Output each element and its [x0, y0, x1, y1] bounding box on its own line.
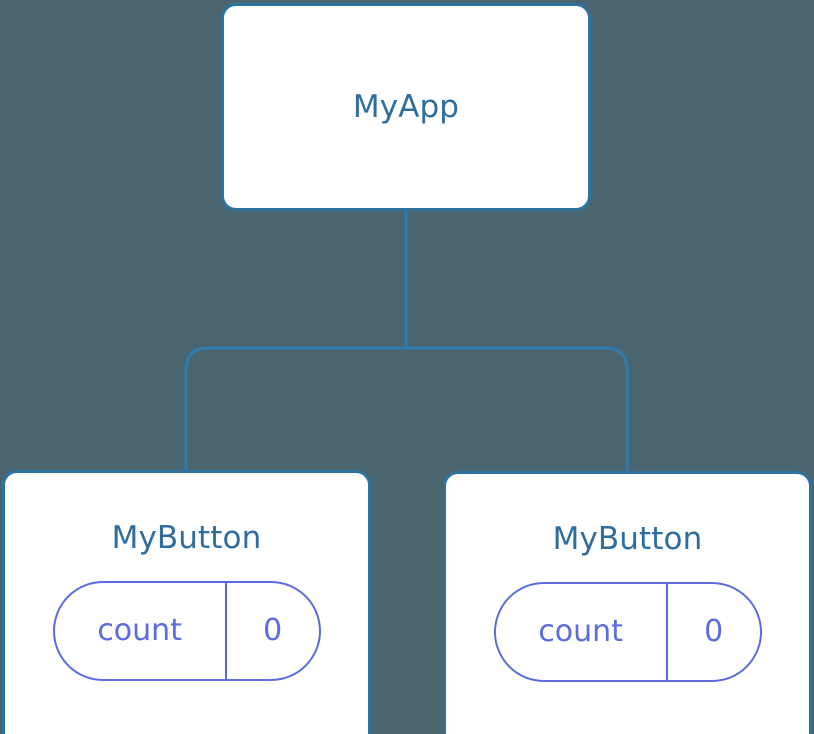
- component-node-mybutton-right[interactable]: MyButton count 0: [443, 471, 812, 734]
- edge-bus-to-mybutton-right: [406, 346, 629, 473]
- state-key: count: [97, 613, 182, 648]
- edge-bus-to-mybutton-left: [184, 346, 406, 472]
- state-key: count: [538, 614, 623, 649]
- component-node-label: MyApp: [352, 88, 460, 125]
- state-badge[interactable]: count 0: [52, 581, 321, 681]
- component-node-mybutton-left[interactable]: MyButton count 0: [2, 470, 371, 734]
- component-node-myapp[interactable]: MyApp: [221, 3, 591, 211]
- component-node-label: MyButton: [111, 520, 262, 556]
- state-badge[interactable]: count 0: [493, 582, 762, 682]
- state-value: 0: [224, 583, 319, 679]
- component-node-label: MyButton: [552, 521, 703, 557]
- state-value: 0: [665, 584, 760, 680]
